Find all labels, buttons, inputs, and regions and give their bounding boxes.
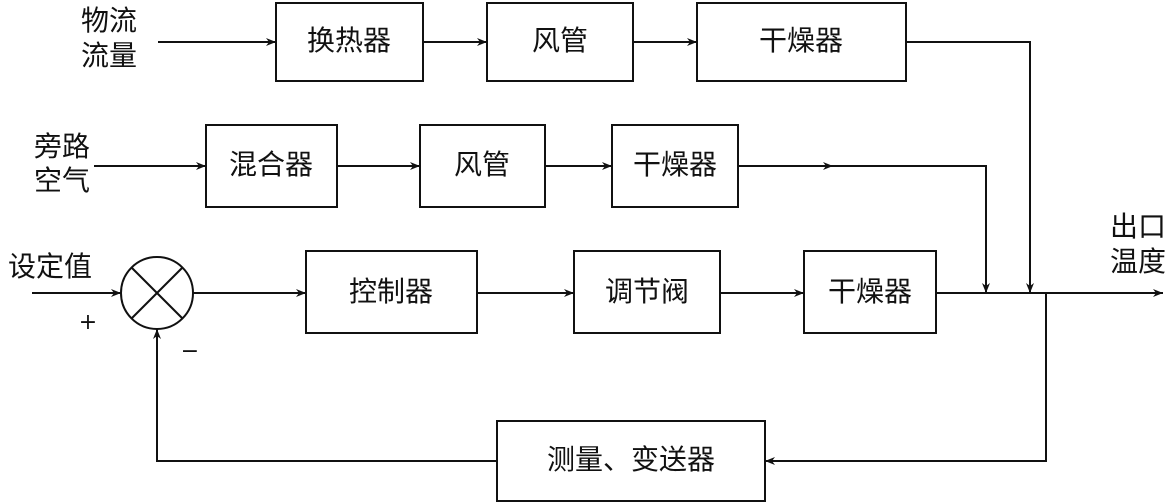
row2-dryer-label: 干燥器	[633, 148, 717, 181]
mixer-label: 混合器	[229, 148, 313, 181]
feedback-to-transmitter-arrow	[765, 293, 1047, 465]
setpoint-label: 设定值	[8, 250, 92, 283]
row1-output-arrow	[906, 41, 1034, 293]
row1-duct-label: 风管	[532, 24, 588, 57]
row2-dryer-block: 干燥器	[611, 124, 739, 208]
minus-sign: −	[181, 339, 199, 364]
flow-input-label-2: 流量	[81, 39, 137, 72]
output-label-1: 出口	[1110, 210, 1166, 243]
row2-duct-label: 风管	[454, 148, 510, 181]
flow-input-label-1: 物流	[81, 4, 137, 37]
plus-sign: +	[79, 310, 97, 335]
controller-label: 控制器	[349, 275, 433, 308]
row1-dryer-label: 干燥器	[759, 24, 843, 57]
row2-output-arrow	[833, 165, 990, 293]
row3-dryer-label: 干燥器	[828, 275, 912, 308]
valve-block: 调节阀	[573, 250, 721, 334]
transmitter-block: 测量、变送器	[496, 420, 766, 502]
row2-duct-block: 风管	[419, 124, 546, 208]
transmitter-label: 测量、变送器	[547, 443, 715, 476]
row1-duct-block: 风管	[486, 2, 634, 82]
output-label-2: 温度	[1110, 245, 1166, 278]
bypass-input-label-1: 旁路	[34, 130, 90, 163]
heat-exchanger-label: 换热器	[307, 24, 391, 57]
valve-label: 调节阀	[605, 275, 689, 308]
row1-dryer-block: 干燥器	[696, 2, 907, 82]
controller-block: 控制器	[305, 250, 478, 334]
feedback-to-summing-arrow	[153, 329, 497, 462]
bypass-input-label-2: 空气	[34, 164, 90, 197]
row3-dryer-block: 干燥器	[803, 250, 937, 334]
heat-exchanger-block: 换热器	[275, 2, 424, 82]
mixer-block: 混合器	[205, 124, 338, 208]
summing-junction	[120, 256, 194, 330]
